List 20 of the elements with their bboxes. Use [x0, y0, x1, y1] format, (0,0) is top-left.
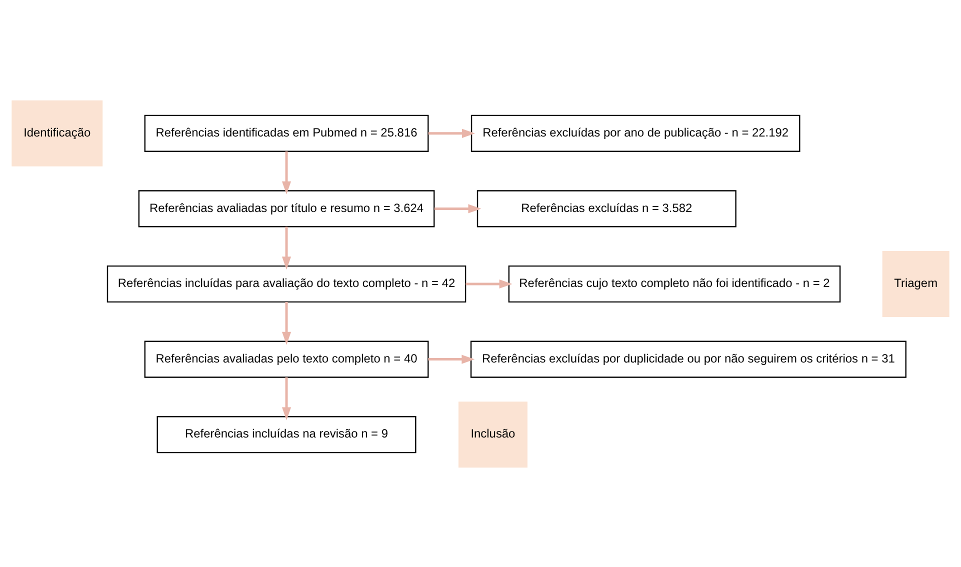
node-box: Referências avaliadas por título e resumo n = 3.624	[138, 190, 435, 227]
arrow	[282, 150, 292, 194]
node-box: Referências excluídas n = 3.582	[476, 190, 736, 227]
arrow	[282, 302, 292, 344]
node-box: Referências cujo texto completo não foi identificado - n = 2	[508, 264, 841, 302]
node-box: Referências avaliadas pelo texto completo n = 40	[144, 340, 429, 378]
node-box: Inclusão	[458, 401, 528, 468]
arrow	[428, 128, 476, 138]
arrow	[428, 354, 475, 364]
node-box: Referências excluídas por ano de publicação - n = 22.192	[470, 114, 800, 152]
arrow	[434, 204, 482, 213]
node-box: Identificação	[12, 100, 103, 166]
node-box: Referências identificadas em Pubmed n = 25.816	[144, 114, 429, 152]
arrow	[466, 278, 512, 288]
node-box: Referências incluídas na revisão n = 9	[156, 416, 416, 453]
node-box: Triagem	[882, 250, 950, 317]
arrow	[282, 376, 292, 420]
node-box: Referências excluídas por duplicidade ou por não seguirem os critérios n = 31	[470, 340, 906, 378]
node-box: Referências incluídas para avaliação do texto completo - n = 42	[106, 264, 466, 302]
arrow	[282, 226, 292, 270]
